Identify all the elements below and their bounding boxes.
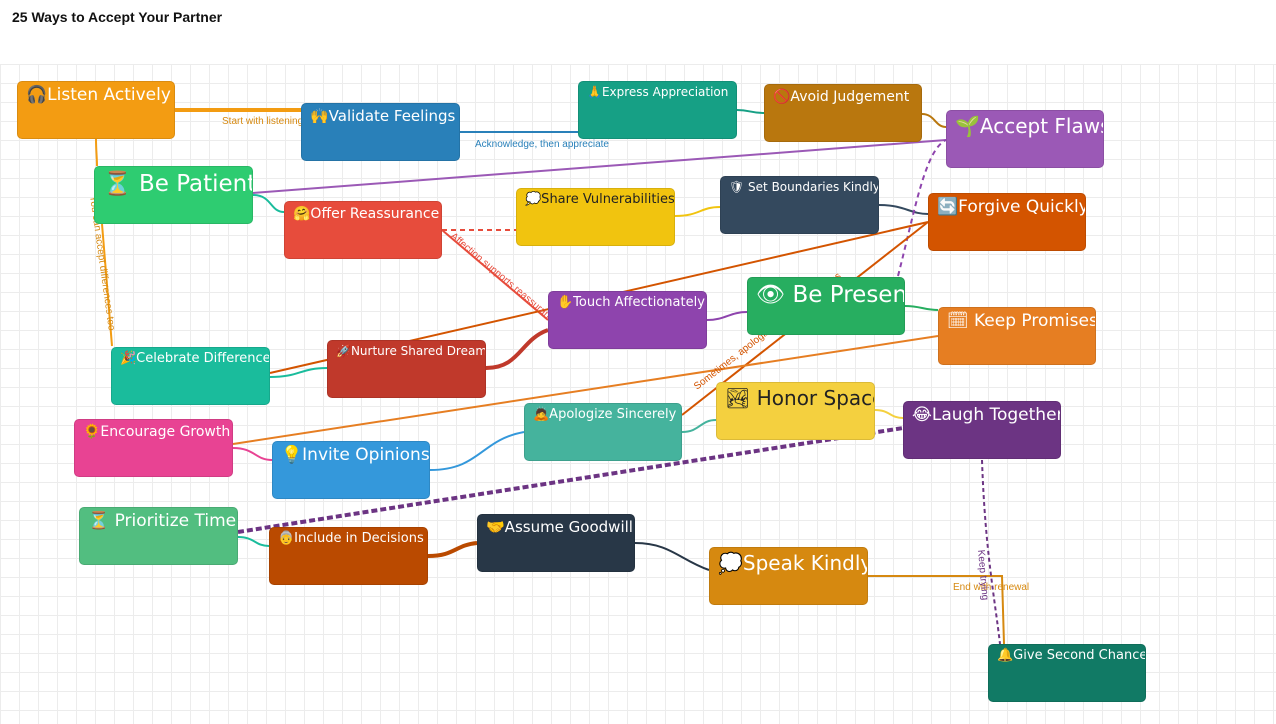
edge-vulnerabilities-boundaries[interactable] [674, 206, 721, 217]
node-label: 🗓 Keep Promises [947, 311, 1096, 331]
node-label: 😂Laugh Together [912, 405, 1061, 425]
edge-touch-present[interactable] [706, 311, 748, 321]
node-include-in-decisions[interactable]: 👵Include in Decisions [269, 527, 428, 585]
edge-kindly-second[interactable] [868, 575, 1005, 645]
node-forgive-quickly[interactable]: 🔄Forgive Quickly [928, 193, 1086, 251]
edge-judgement-flaws[interactable] [921, 113, 947, 128]
edge-label-keep: Keep trying [975, 549, 990, 600]
node-label: ✋Touch Affectionately [557, 295, 705, 310]
node-label: 💭Speak Kindly [718, 551, 868, 575]
node-label: ⏳ Be Patient [103, 171, 253, 197]
node-be-present[interactable]: 👁 Be Present [747, 277, 905, 335]
node-label: 🎉Celebrate Differences [120, 351, 270, 366]
edge-patient-flaws[interactable] [252, 139, 947, 194]
node-label: 🙇Apologize Sincerely [533, 407, 677, 422]
page-title: 25 Ways to Accept Your Partner [12, 9, 223, 25]
node-honor-space[interactable]: 🏞 Honor Space [716, 382, 875, 440]
node-be-patient[interactable]: ⏳ Be Patient [94, 166, 253, 224]
edge-laugh-second[interactable] [981, 459, 1001, 645]
node-give-second-chances[interactable]: 🔔Give Second Chances [988, 644, 1146, 702]
edge-goodwill-kindly[interactable] [634, 542, 710, 571]
node-nurture-shared-dreams[interactable]: 🚀Nurture Shared Dreams [327, 340, 486, 398]
node-prioritize-time[interactable]: ⏳ Prioritize Time [79, 507, 238, 565]
edge-label-renewal: End with renewal [953, 582, 1029, 593]
node-apologize-sincerely[interactable]: 🙇Apologize Sincerely [524, 403, 682, 461]
edge-appreciation-judgement[interactable] [736, 109, 765, 114]
edge-present-flaws[interactable] [897, 139, 947, 277]
edge-growth-promises[interactable] [232, 335, 939, 445]
node-touch-affectionately[interactable]: ✋Touch Affectionately [548, 291, 707, 349]
node-label: 🚫Avoid Judgement [773, 89, 910, 105]
node-speak-kindly[interactable]: 💭Speak Kindly [709, 547, 868, 605]
node-label: 👵Include in Decisions [278, 531, 424, 546]
node-label: 🌻Encourage Growth [83, 424, 231, 440]
edge-space-laugh[interactable] [874, 409, 904, 419]
edge-present-promises[interactable] [904, 305, 939, 311]
node-offer-reassurance[interactable]: 🤗Offer Reassurance [284, 201, 442, 259]
node-label: 🌱Accept Flaws [955, 114, 1104, 138]
node-label: 💭Share Vulnerabilities [525, 192, 675, 207]
node-keep-promises[interactable]: 🗓 Keep Promises [938, 307, 1096, 365]
edge-patient-reassurance[interactable] [252, 194, 285, 213]
edge-label-acknowledge: Acknowledge, then appreciate [475, 139, 609, 150]
edge-decisions-goodwill[interactable] [427, 541, 478, 558]
node-avoid-judgement[interactable]: 🚫Avoid Judgement [764, 84, 922, 142]
edge-apologize-space[interactable] [681, 419, 717, 433]
node-label: 🏞 Honor Space [725, 386, 875, 410]
node-validate-feelings[interactable]: 🙌Validate Feelings [301, 103, 460, 161]
node-label: 🎧Listen Actively [26, 85, 171, 105]
node-label: ⏳ Prioritize Time [88, 511, 237, 531]
node-listen-actively[interactable]: 🎧Listen Actively [17, 81, 175, 139]
edge-dreams-touch[interactable] [485, 328, 549, 370]
node-share-vulnerabilities[interactable]: 💭Share Vulnerabilities [516, 188, 675, 246]
node-laugh-together[interactable]: 😂Laugh Together [903, 401, 1061, 459]
node-label: 🚀Nurture Shared Dreams [336, 344, 486, 358]
edge-time-laugh[interactable] [237, 426, 904, 534]
node-label: 💡Invite Opinions [281, 445, 430, 465]
edge-reassurance-touch[interactable] [441, 229, 549, 321]
node-label: 🛡 Set Boundaries Kindly [729, 180, 879, 194]
node-label: 🔄Forgive Quickly [937, 197, 1086, 217]
edge-opinions-apologize[interactable] [429, 431, 525, 471]
node-invite-opinions[interactable]: 💡Invite Opinions [272, 441, 430, 499]
node-label: 🔔Give Second Chances [997, 648, 1146, 663]
node-label: 👁 Be Present [756, 282, 905, 308]
edge-listen-patient[interactable] [95, 138, 98, 167]
edge-patient-celebrate[interactable] [101, 223, 113, 347]
node-set-boundaries-kindly[interactable]: 🛡 Set Boundaries Kindly [720, 176, 879, 234]
edge-celebrate-dreams[interactable] [269, 367, 328, 378]
node-celebrate-differences[interactable]: 🎉Celebrate Differences [111, 347, 270, 405]
node-label: 🤗Offer Reassurance [293, 206, 440, 222]
edge-growth-opinions[interactable] [232, 447, 273, 461]
node-label: 🙌Validate Feelings [310, 107, 456, 125]
node-label: 🙏Express Appreciation [587, 85, 729, 99]
edge-label-start: Start with listening [222, 116, 303, 127]
edge-boundaries-forgive[interactable] [878, 204, 929, 215]
node-encourage-growth[interactable]: 🌻Encourage Growth [74, 419, 233, 477]
node-express-appreciation[interactable]: 🙏Express Appreciation [578, 81, 737, 139]
edge-time-decisions[interactable] [237, 536, 270, 547]
node-label: 🤝Assume Goodwill [486, 518, 633, 536]
node-assume-goodwill[interactable]: 🤝Assume Goodwill [477, 514, 635, 572]
node-accept-flaws[interactable]: 🌱Accept Flaws [946, 110, 1104, 168]
